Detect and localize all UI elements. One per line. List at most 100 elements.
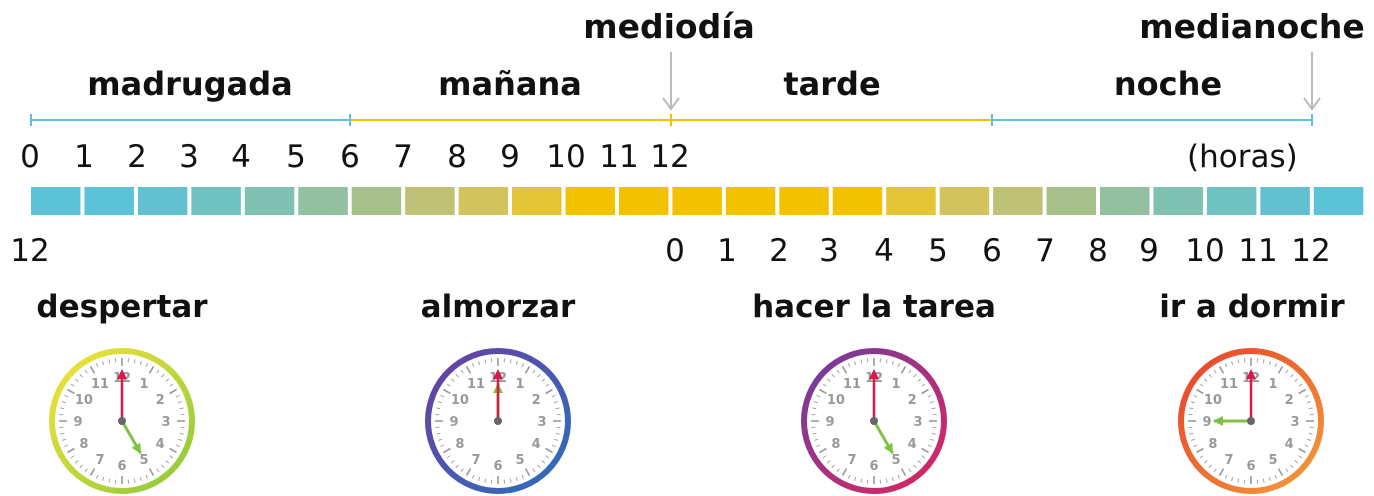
clock-tick xyxy=(145,474,149,479)
clock-tick xyxy=(541,460,546,464)
clock-tick xyxy=(921,388,929,395)
clock-tick xyxy=(847,363,851,368)
clock-tick xyxy=(60,407,65,410)
clock-number: 9 xyxy=(1202,415,1211,430)
clock-number: 7 xyxy=(95,453,104,468)
clock-tick xyxy=(165,378,170,382)
clock-number: 6 xyxy=(117,459,126,474)
clock-tick xyxy=(79,373,83,378)
clock-tick xyxy=(897,363,901,368)
clock-tick xyxy=(169,455,174,459)
clock-number: 2 xyxy=(156,393,165,408)
clock-tick xyxy=(813,438,819,441)
clock-number: 2 xyxy=(1285,393,1294,408)
bottom-scale-start-label: 12 xyxy=(10,233,50,269)
top-scale-label: 9 xyxy=(500,139,520,175)
clock-number: 3 xyxy=(1290,415,1299,430)
clock-tick xyxy=(89,468,96,476)
clock-number: 3 xyxy=(913,415,922,430)
clock-icon: 121234567891011 xyxy=(425,348,571,494)
clock-tick xyxy=(1294,460,1299,464)
clock-number: 7 xyxy=(1224,453,1233,468)
clock-tick xyxy=(900,366,907,374)
clock-tick xyxy=(478,360,481,366)
clock-number: 10 xyxy=(827,393,845,408)
clock-tick xyxy=(1298,388,1306,395)
clock-tick xyxy=(95,474,99,479)
bottom-scale-label: 11 xyxy=(1238,233,1278,269)
clock-tick xyxy=(1203,460,1208,464)
clock-number: 1 xyxy=(515,377,524,392)
clock-tick xyxy=(551,444,556,448)
clock-number: 9 xyxy=(449,415,458,430)
bottom-scale-label: 7 xyxy=(1035,233,1055,269)
hour-segment xyxy=(779,187,829,215)
clock-tick xyxy=(813,401,819,404)
clock-tick xyxy=(1285,369,1289,374)
clock-tick xyxy=(465,468,472,476)
minute-hand-tip xyxy=(1246,369,1256,379)
clock-tick xyxy=(1308,432,1313,435)
clock-tick xyxy=(67,447,75,454)
hour-segment xyxy=(31,187,81,215)
clock-number: 4 xyxy=(532,437,541,452)
clock-tick xyxy=(931,407,936,410)
clock-tick xyxy=(836,369,840,374)
clock-tick xyxy=(177,401,183,404)
activity-clocks: 1212345678910111212345678910111212345678… xyxy=(49,348,1324,494)
top-scale-label: 11 xyxy=(599,139,639,175)
bottom-scale-label: 10 xyxy=(1185,233,1225,269)
top-scale-label: 0 xyxy=(20,139,40,175)
clock-tick xyxy=(900,468,907,476)
clock-tick xyxy=(1190,438,1196,441)
clock-tick xyxy=(515,476,518,482)
clock-tick xyxy=(177,438,183,441)
top-scale-label: 3 xyxy=(179,139,199,175)
hour-segment xyxy=(191,187,241,215)
clock-tick xyxy=(1199,383,1204,387)
hour-segment xyxy=(832,187,883,215)
clock-tick xyxy=(61,438,67,441)
clock-tick xyxy=(161,373,165,378)
clock-tick xyxy=(74,378,79,382)
clock-tick xyxy=(139,476,142,482)
clock-number: 10 xyxy=(451,393,469,408)
clock-tick xyxy=(1308,407,1313,410)
clock-tick xyxy=(169,447,177,454)
medianoche-arrow-icon xyxy=(1303,52,1321,111)
period-ranges xyxy=(30,114,1313,126)
clock-tick xyxy=(1285,468,1289,473)
clock-tick xyxy=(545,447,553,454)
clock-tick xyxy=(831,373,835,378)
clock-tick xyxy=(60,432,65,435)
clock-tick xyxy=(524,468,531,476)
hour-segment xyxy=(84,187,134,215)
top-scale-label: 12 xyxy=(650,139,690,175)
clock-tick xyxy=(1304,394,1309,398)
hour-segment xyxy=(512,187,562,215)
clock-tick xyxy=(1193,444,1198,448)
clock-tick xyxy=(455,373,459,378)
clock-tick xyxy=(1224,363,1228,368)
clock-tick xyxy=(148,468,155,476)
hour-segment xyxy=(351,187,402,215)
clock-tick xyxy=(79,464,83,469)
clock-tick xyxy=(1213,369,1217,374)
hour-segment xyxy=(1313,187,1364,215)
clock-tick xyxy=(537,373,541,378)
clock-number: 1 xyxy=(891,377,900,392)
clock-tick xyxy=(450,378,455,382)
clock-tick xyxy=(61,401,67,404)
clock-tick xyxy=(1237,478,1240,483)
clock-tick xyxy=(169,388,177,395)
marker-arrows xyxy=(662,52,1321,111)
clock-tick xyxy=(89,366,96,374)
minute-hand-tip xyxy=(493,369,503,379)
clock-tick xyxy=(1277,366,1284,374)
bottom-scale-label: 4 xyxy=(874,233,894,269)
hour-hand-tip xyxy=(883,442,893,454)
clock-tick xyxy=(897,474,901,479)
clock-tick xyxy=(532,369,536,374)
clock-pivot xyxy=(1247,417,1255,425)
